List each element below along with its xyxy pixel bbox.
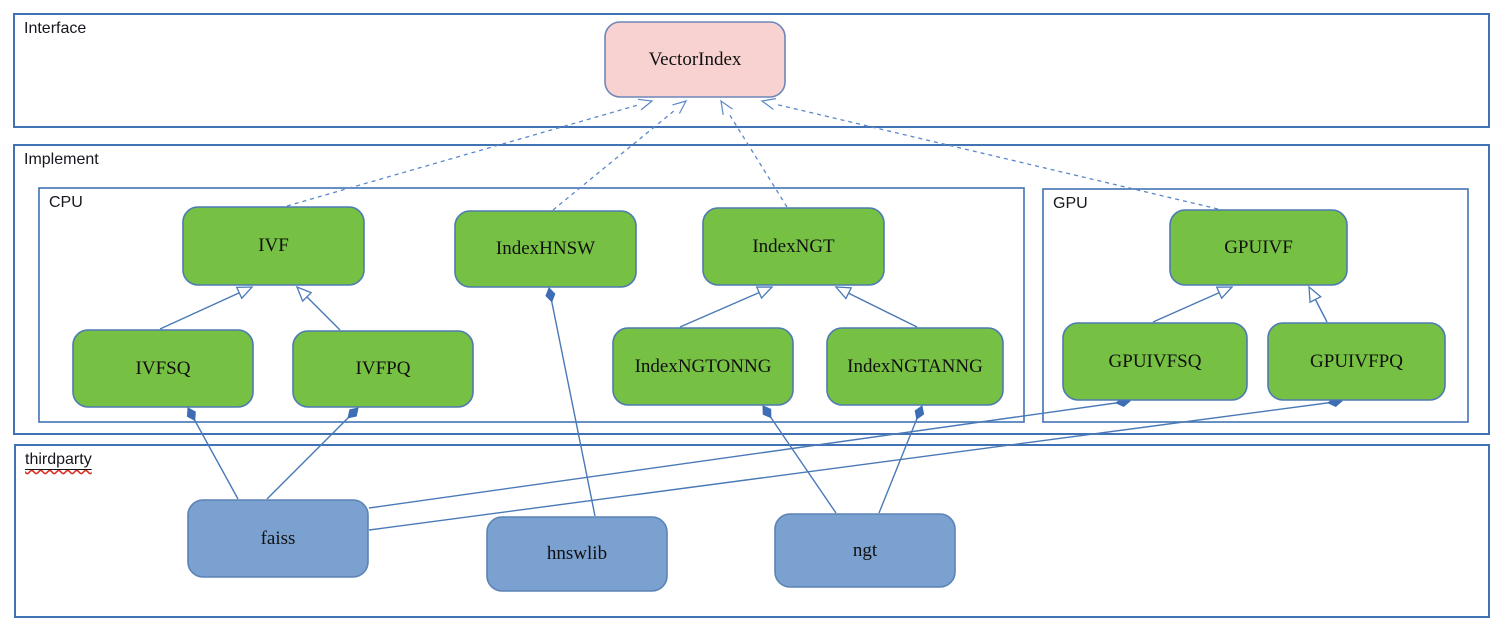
node-IVFPQ (292, 330, 474, 408)
container-interface (13, 13, 1490, 128)
edge-generalization-IVFPQ-IVF (297, 287, 341, 331)
container-label-interface: Interface (24, 20, 87, 37)
edge-generalization-GPUIVFSQ-GPUIVF (1152, 287, 1232, 323)
node-hnswlib (486, 516, 668, 592)
node-IVF (182, 206, 365, 286)
container-thirdparty (14, 444, 1490, 618)
node-IndexNGTANNG (826, 327, 1004, 406)
edge-composition-GPUIVFSQ-faiss (368, 396, 1131, 509)
edge-generalization-IVFSQ-IVF (159, 287, 252, 330)
node-ngt (774, 513, 956, 588)
container-label-thirdparty: thirdparty (25, 451, 92, 469)
edge-realization-IndexHNSW-VectorIndex (552, 100, 688, 211)
node-IndexNGT (702, 207, 885, 286)
edges-layer (159, 98, 1343, 531)
container-gpu (1042, 188, 1469, 423)
edge-realization-GPUIVF-VectorIndex (760, 98, 1219, 210)
node-IndexNGTONNG (612, 327, 794, 406)
node-IVFSQ (72, 329, 254, 408)
edge-composition-GPUIVFPQ-faiss (368, 396, 1343, 531)
container-label-text: thirdparty (25, 451, 92, 468)
node-GPUIVFPQ (1267, 322, 1446, 401)
edge-composition-IndexNGTONNG-ngt (762, 405, 837, 514)
node-IndexHNSW (454, 210, 637, 288)
containers-layer (13, 13, 1490, 618)
edge-realization-IndexNGT-VectorIndex (720, 99, 788, 208)
edge-generalization-GPUIVFPQ-GPUIVF (1309, 287, 1328, 323)
edge-composition-IVFSQ-faiss (186, 407, 239, 500)
node-VectorIndex (604, 21, 786, 98)
node-GPUIVF (1169, 209, 1348, 286)
nodes-layer (72, 21, 1446, 592)
edge-generalization-IndexNGTANNG-IndexNGT (836, 287, 918, 328)
edge-generalization-IndexNGTONNG-IndexNGT (679, 287, 772, 328)
node-GPUIVFSQ (1062, 322, 1248, 401)
edge-composition-IVFPQ-faiss (266, 407, 359, 500)
container-implement (13, 144, 1490, 435)
container-label-cpu: CPU (49, 194, 83, 211)
node-faiss (187, 499, 369, 578)
container-cpu (38, 187, 1025, 423)
container-label-implement: Implement (24, 151, 99, 168)
edge-realization-IVF-VectorIndex (286, 98, 654, 207)
container-label-gpu: GPU (1053, 195, 1088, 212)
